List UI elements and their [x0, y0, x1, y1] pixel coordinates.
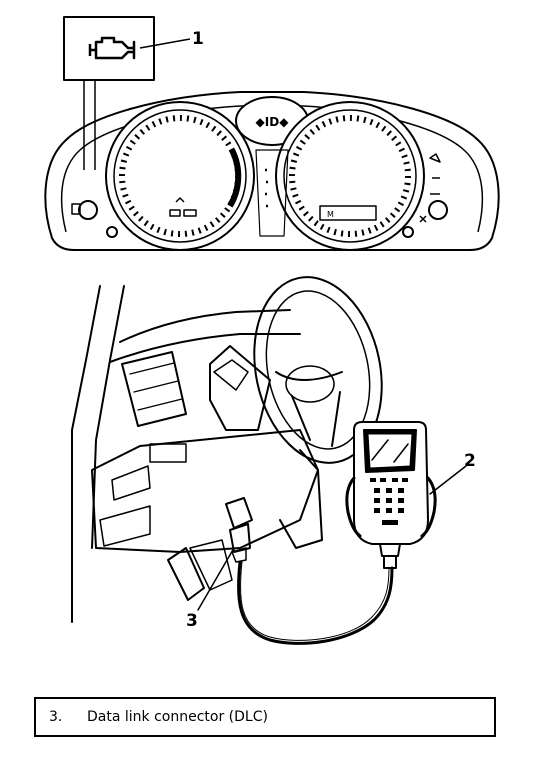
- legend-box: 3. Data link connector (DLC): [34, 697, 496, 737]
- scan-tool-cable: [237, 560, 394, 645]
- callout-2: 2: [464, 451, 476, 471]
- odometer-window: [319, 205, 377, 221]
- data-link-connector: [225, 497, 253, 563]
- callout-2-leader: [429, 465, 467, 495]
- callout-1-leader: [139, 38, 191, 49]
- scan-tool: [345, 421, 437, 569]
- callout-3-leader: [197, 547, 235, 611]
- check-engine-icon: [88, 36, 136, 60]
- legend-text: Data link connector (DLC): [87, 709, 268, 725]
- callout-1: 1: [192, 29, 204, 49]
- cluster-bezel: [44, 91, 500, 251]
- callout-3: 3: [186, 611, 198, 631]
- dashboard-interior: [71, 276, 467, 645]
- steering-wheel: [253, 276, 383, 464]
- legend-number: 3.: [49, 709, 63, 725]
- left-knob: [78, 200, 98, 220]
- gear-indicator: M: [327, 210, 334, 219]
- right-knob: [428, 200, 448, 220]
- check-engine-callout-box: [63, 16, 155, 81]
- right-gauge: [275, 101, 425, 251]
- left-air-vent: [121, 351, 187, 427]
- left-gauge: [105, 101, 255, 251]
- center-indicator-text: ◆ID◆: [256, 115, 290, 129]
- instrument-cluster: [44, 16, 500, 251]
